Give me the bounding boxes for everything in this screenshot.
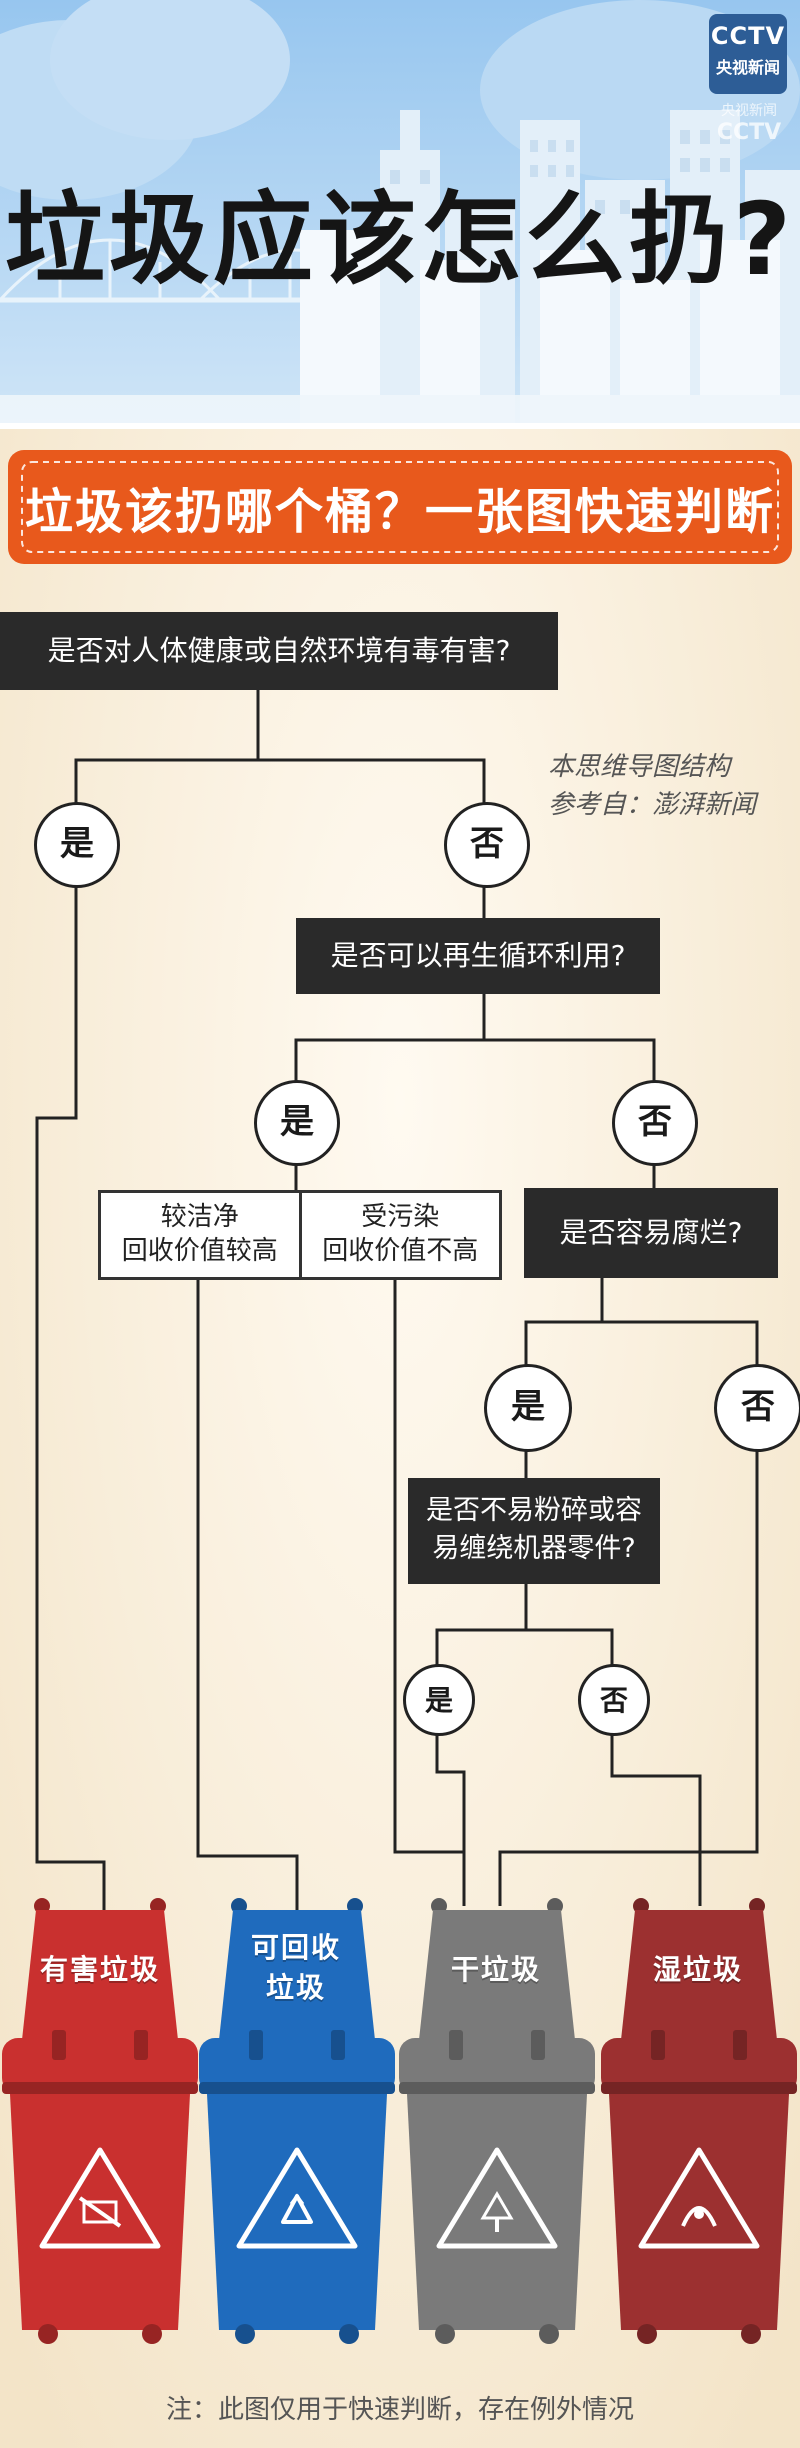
bin-dry-label: 干垃圾 bbox=[450, 1953, 541, 1986]
answer-no-perishable-label: 否 bbox=[741, 1387, 775, 1427]
bin-wheel bbox=[38, 2324, 58, 2344]
bin-lid bbox=[621, 1910, 777, 2040]
bin-recyclable-label-line2: 垃圾 bbox=[265, 1971, 326, 2004]
bin-recyclable bbox=[199, 1898, 395, 2344]
question-toxic: 是否对人体健康或自然环境有毒有害? bbox=[47, 634, 511, 667]
bin-rim bbox=[399, 2038, 595, 2094]
bin-rim-tab bbox=[449, 2030, 463, 2060]
bin-hazardous bbox=[2, 1898, 198, 2344]
bin-body bbox=[407, 2094, 587, 2330]
hazard-cross-glyph bbox=[78, 2196, 122, 2228]
recycle-icon bbox=[236, 2147, 358, 2249]
logo-text: CCTV bbox=[710, 22, 786, 50]
bin-rim-shadow bbox=[601, 2082, 797, 2094]
footer-note: 注：此图仅用于快速判断，存在例外情况 bbox=[165, 2395, 634, 2425]
flow-connectors bbox=[35, 690, 759, 1916]
answer-yes-perishable: 是 bbox=[484, 1364, 572, 1452]
bins-layer bbox=[2, 1898, 797, 2344]
bin-lid bbox=[419, 1910, 575, 2040]
recycle-arrows-glyph bbox=[281, 2194, 313, 2224]
banner-subtitle: 垃圾该扔哪个桶？一张图快速判断 bbox=[24, 484, 775, 540]
question-hard-to-crush-line2: 易缠绕机器零件? bbox=[432, 1533, 636, 1564]
bin-wheel bbox=[539, 2324, 559, 2344]
source-note-line1: 本思维导图结构 bbox=[548, 752, 731, 782]
bin-rim-tab bbox=[331, 2030, 345, 2060]
question-perishable-box: 是否容易腐烂? bbox=[524, 1188, 778, 1278]
bin-rim-shadow bbox=[199, 2082, 395, 2094]
watermark-line1: 央视新闻 bbox=[721, 103, 777, 119]
bin-lid bbox=[22, 1910, 178, 2040]
logo-subtext: 央视新闻 bbox=[715, 58, 780, 77]
answer-yes-recyclable-label: 是 bbox=[280, 1102, 314, 1142]
source-note: 本思维导图结构 参考自：澎湃新闻 bbox=[548, 748, 798, 824]
question-perishable: 是否容易腐烂? bbox=[559, 1216, 743, 1249]
page-title: 垃圾应该怎么扔? bbox=[4, 181, 795, 298]
answer-yes-toxic-label: 是 bbox=[60, 824, 94, 864]
bin-rim-shadow bbox=[399, 2082, 595, 2094]
food-waste-dot bbox=[694, 2209, 704, 2219]
answer-no-hard-to-crush: 否 bbox=[578, 1664, 650, 1736]
bin-rim-tab bbox=[249, 2030, 263, 2060]
answer-no-toxic: 否 bbox=[444, 802, 530, 888]
answer-yes-toxic: 是 bbox=[34, 802, 120, 888]
answer-yes-perishable-label: 是 bbox=[511, 1387, 545, 1427]
question-hard-to-crush-line1: 是否不易粉碎或容 bbox=[426, 1495, 642, 1526]
answer-no-toxic-label: 否 bbox=[470, 824, 504, 864]
bin-rim-tab bbox=[733, 2030, 747, 2060]
bin-hazardous-label: 有害垃圾 bbox=[39, 1953, 160, 1986]
watermark-line2: CCTV bbox=[716, 120, 782, 145]
bin-wet-label: 湿垃圾 bbox=[652, 1953, 743, 1986]
dirty-box: 受污染 回收价值不高 bbox=[302, 1193, 500, 1277]
answer-yes-hard-to-crush: 是 bbox=[403, 1664, 475, 1736]
bin-rim-tab bbox=[52, 2030, 66, 2060]
cctv-logo: CCTV 央视新闻 bbox=[709, 14, 787, 94]
bin-wheel bbox=[741, 2324, 761, 2344]
bin-wheel bbox=[435, 2324, 455, 2344]
recycle-arrow-head bbox=[289, 2193, 305, 2205]
tree-icon bbox=[436, 2147, 558, 2249]
bin-rim-tab bbox=[531, 2030, 545, 2060]
question-toxic-box: 是否对人体健康或自然环境有毒有害? bbox=[0, 612, 558, 690]
bin-wheel bbox=[142, 2324, 162, 2344]
clean-line1: 较洁净 bbox=[160, 1202, 239, 1232]
clean-box: 较洁净 回收价值较高 bbox=[101, 1193, 302, 1277]
dirty-line2: 回收价值不高 bbox=[322, 1236, 479, 1266]
answer-no-recyclable: 否 bbox=[612, 1080, 698, 1166]
bin-body bbox=[207, 2094, 387, 2330]
hazard-icon bbox=[39, 2147, 161, 2249]
bin-wet bbox=[601, 1898, 797, 2344]
question-hard-to-crush-box: 是否不易粉碎或容 易缠绕机器零件? bbox=[408, 1478, 660, 1584]
bin-lid bbox=[219, 1910, 375, 2040]
dirty-line1: 受污染 bbox=[361, 1202, 440, 1232]
answer-yes-hard-to-crush-label: 是 bbox=[424, 1684, 453, 1717]
bin-rim-shadow bbox=[2, 2082, 198, 2094]
answer-yes-recyclable: 是 bbox=[254, 1080, 340, 1166]
bin-wheel bbox=[637, 2324, 657, 2344]
bin-dry bbox=[399, 1898, 595, 2344]
bin-recyclable-label-line1: 可回收 bbox=[250, 1931, 341, 1964]
question-recyclable: 是否可以再生循环利用? bbox=[330, 939, 626, 972]
hazard-battery-glyph bbox=[82, 2200, 118, 2224]
bin-rim-tab bbox=[651, 2030, 665, 2060]
question-recyclable-box: 是否可以再生循环利用? bbox=[296, 918, 660, 994]
recyclable-condition-boxes: 较洁净 回收价值较高 受污染 回收价值不高 bbox=[98, 1190, 502, 1280]
bin-wheel bbox=[339, 2324, 359, 2344]
bin-recyclable-label: 可回收 垃圾 bbox=[216, 1928, 376, 2008]
watermark: 央视新闻 CCTV bbox=[712, 102, 786, 146]
bin-rim bbox=[199, 2038, 395, 2094]
source-note-line2: 参考自：澎湃新闻 bbox=[548, 790, 757, 820]
food-waste-glyph bbox=[681, 2206, 717, 2227]
bin-rim bbox=[2, 2038, 198, 2094]
answer-no-hard-to-crush-label: 否 bbox=[599, 1684, 628, 1717]
bin-rim bbox=[601, 2038, 797, 2094]
answer-no-perishable: 否 bbox=[714, 1364, 800, 1452]
bin-wheel bbox=[235, 2324, 255, 2344]
answer-no-recyclable-label: 否 bbox=[638, 1102, 672, 1142]
food-waste-icon bbox=[638, 2147, 760, 2249]
subtitle-banner-shape bbox=[8, 450, 792, 564]
bin-rim-tab bbox=[134, 2030, 148, 2060]
clean-line2: 回收价值较高 bbox=[121, 1236, 278, 1266]
